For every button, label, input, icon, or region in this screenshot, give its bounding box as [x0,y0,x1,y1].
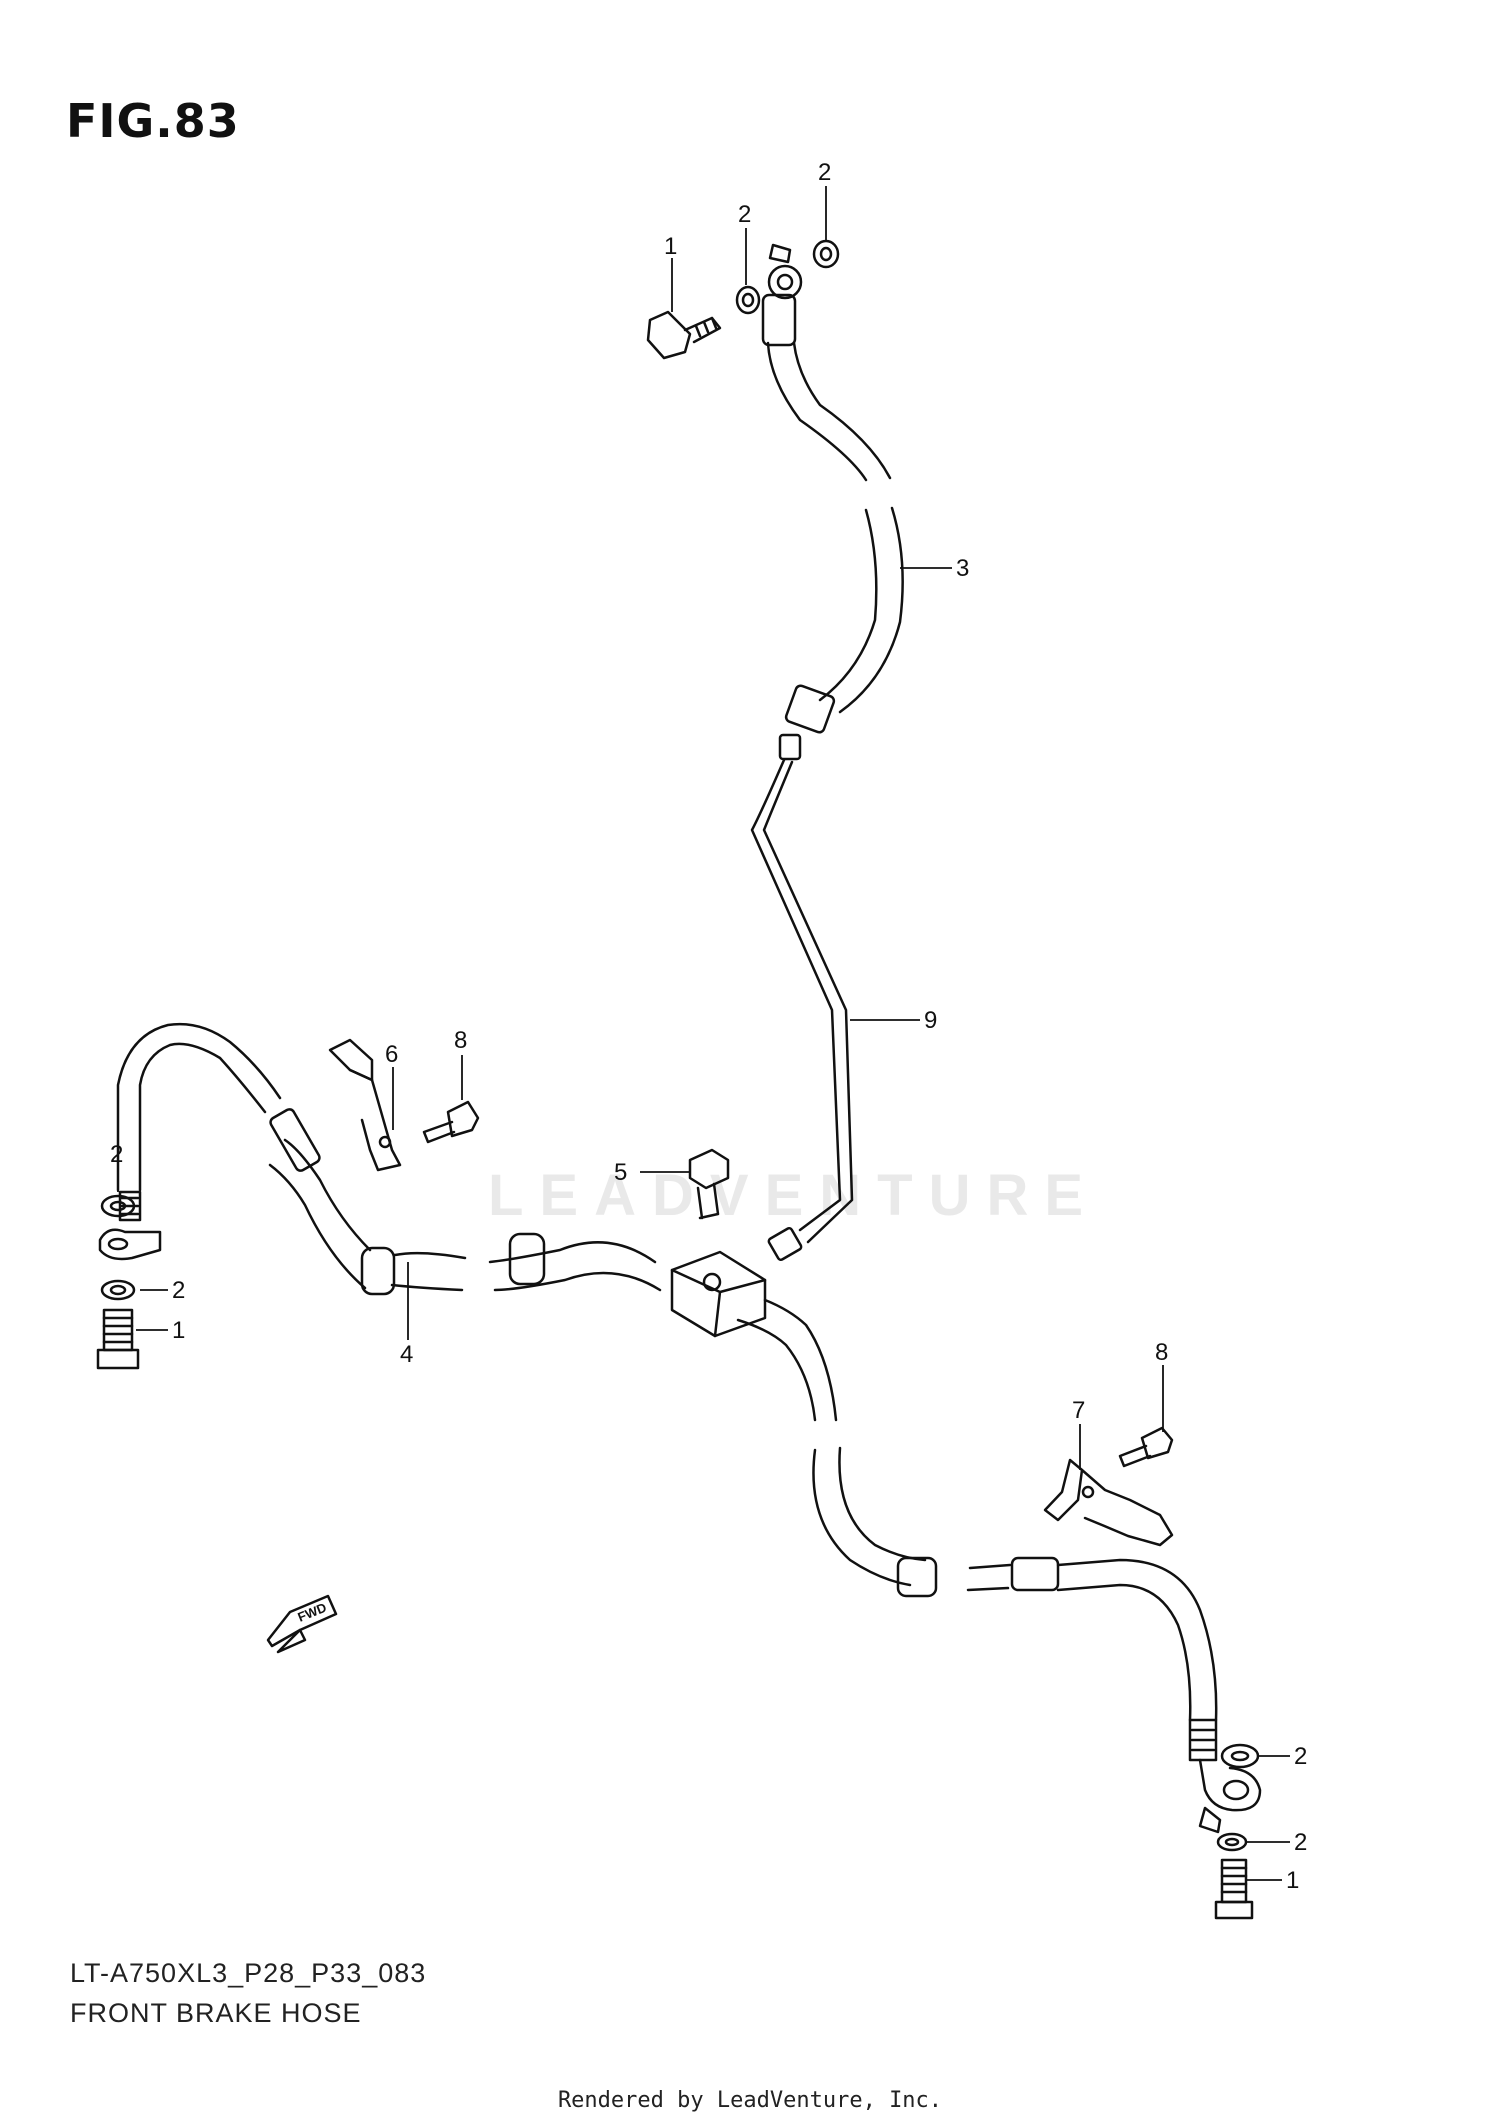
callout-labels: 1 2 2 3 9 8 6 2 5 2 1 4 8 7 2 2 1 [110,159,1307,1894]
pipe-9 [750,758,842,1232]
fwd-arrow-icon [266,1594,338,1648]
callout-2-top-a: 2 [738,201,751,228]
callout-2-right-a: 2 [1294,1743,1307,1770]
washer-2-left-b [100,1279,136,1301]
clamp-6 [328,1038,374,1082]
render-credit: Rendered by LeadVenture, Inc. [557,2088,943,2113]
bolt-8-right [1140,1426,1174,1460]
banjo-bolt-1-left [102,1308,134,1352]
washer-2-right-b [1216,1832,1248,1852]
callout-2-left-b: 2 [172,1277,185,1304]
callout-8-left: 8 [454,1027,467,1054]
callout-5: 5 [614,1159,627,1186]
callout-9: 9 [924,1007,937,1034]
callout-1-left: 1 [172,1317,185,1344]
callout-8-right: 8 [1155,1339,1168,1366]
watermark-logo: LEADVENTURE [488,1163,1100,1228]
callout-3: 3 [956,555,969,582]
figure-title: FIG.83 [66,94,240,148]
figure-code: LT-A750XL3_P28_P33_083 [70,1958,427,1988]
callout-6: 6 [385,1041,398,1068]
callout-1-top: 1 [664,233,677,260]
callout-4: 4 [400,1341,413,1368]
bolt-8-left [446,1100,480,1138]
callout-7: 7 [1072,1397,1085,1424]
callout-2-left-a: 2 [110,1141,123,1168]
hose-right [763,1298,838,1422]
banjo-left [98,1228,162,1261]
fwd-arrow-label: FWD [296,1600,329,1625]
three-way-joint [670,1250,767,1338]
banjo-right [1198,1758,1262,1812]
washer-2-top-a [735,285,761,315]
washer-2-right-a [1220,1743,1260,1769]
hose-3 [766,341,868,482]
callout-2-right-b: 2 [1294,1829,1307,1856]
callout-2-top-b: 2 [818,159,831,186]
banjo-bolt-1-right [1220,1858,1248,1904]
union-bolt-5 [688,1148,730,1190]
figure-description: FRONT BRAKE HOSE [70,1998,362,2028]
banjo-bolt-1-top [646,310,692,360]
hose-4 [488,1241,657,1264]
washer-2-left-a [100,1194,136,1218]
clamp-7 [1043,1458,1084,1522]
callout-1-right: 1 [1286,1867,1299,1894]
washer-2-top-b [812,239,840,269]
